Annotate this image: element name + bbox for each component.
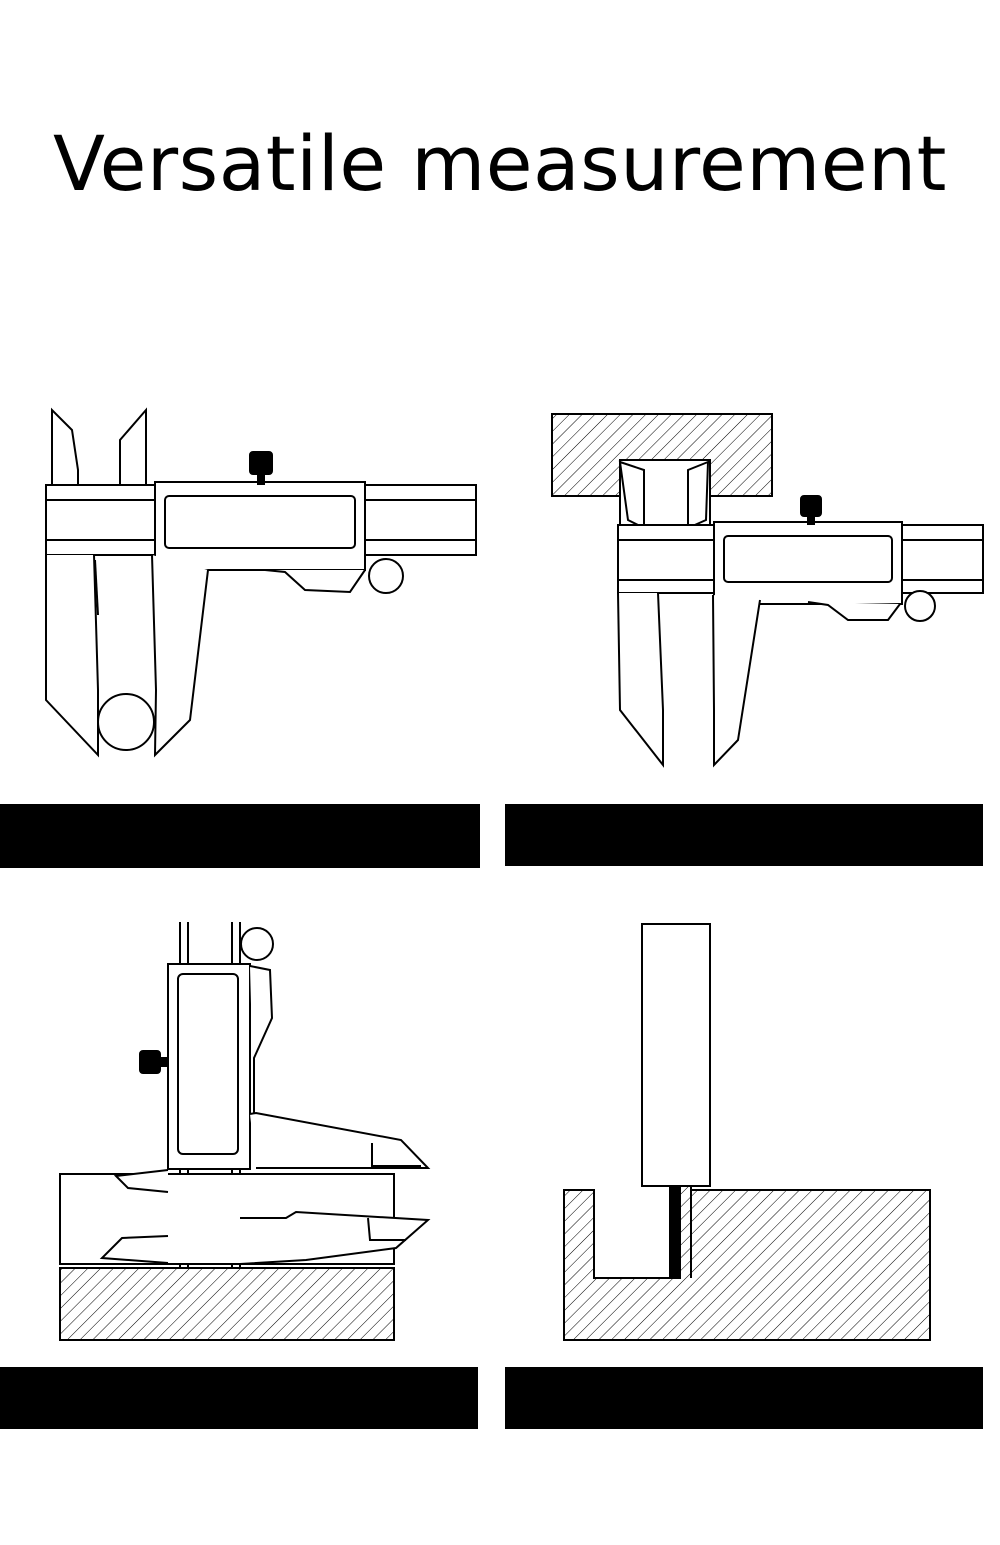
caption-bar-depth [505, 1367, 983, 1429]
depth-measurement-diagram [560, 920, 940, 1345]
step-measurement-diagram [56, 918, 436, 1348]
caption-bar-inside [505, 804, 983, 866]
page-title: Versatile measurement [53, 119, 947, 208]
outside-measurement-diagram [40, 400, 490, 770]
caption-bar-step [0, 1367, 478, 1429]
inside-measurement-diagram [548, 410, 988, 775]
caption-bar-outside [0, 804, 480, 868]
